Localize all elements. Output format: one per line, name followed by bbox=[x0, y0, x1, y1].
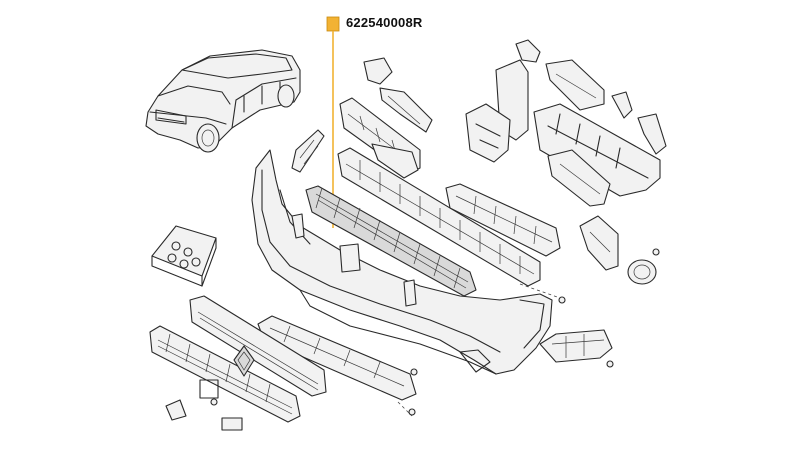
crash-absorber bbox=[445, 183, 561, 257]
front-bumper-shell bbox=[251, 149, 553, 375]
upper-grille-frame bbox=[189, 295, 327, 397]
mounting-dash-line-1 bbox=[519, 283, 561, 299]
lower-right-bracket bbox=[539, 329, 614, 368]
license-plate-clip bbox=[221, 417, 243, 431]
upper-left-bracket bbox=[291, 129, 325, 173]
right-side-bracket bbox=[579, 215, 619, 271]
clip-fastener bbox=[558, 296, 566, 304]
upper-absorber-beam bbox=[339, 97, 421, 179]
radiator-grille bbox=[149, 325, 301, 423]
bumper-reinforcement-beam bbox=[337, 147, 541, 287]
emblem-bracket bbox=[165, 399, 187, 421]
radiator-crossmember bbox=[465, 39, 667, 207]
brand-emblem bbox=[233, 345, 255, 377]
clip-kit-box bbox=[151, 225, 217, 287]
top-mounting-bracket bbox=[363, 57, 433, 133]
fog-lamp bbox=[627, 248, 660, 285]
vehicle-illustration bbox=[145, 49, 301, 153]
callout-marker[interactable] bbox=[326, 16, 340, 32]
lower-grille-highlighted[interactable] bbox=[305, 185, 477, 297]
part-reference-label: 622540008R bbox=[346, 15, 423, 30]
